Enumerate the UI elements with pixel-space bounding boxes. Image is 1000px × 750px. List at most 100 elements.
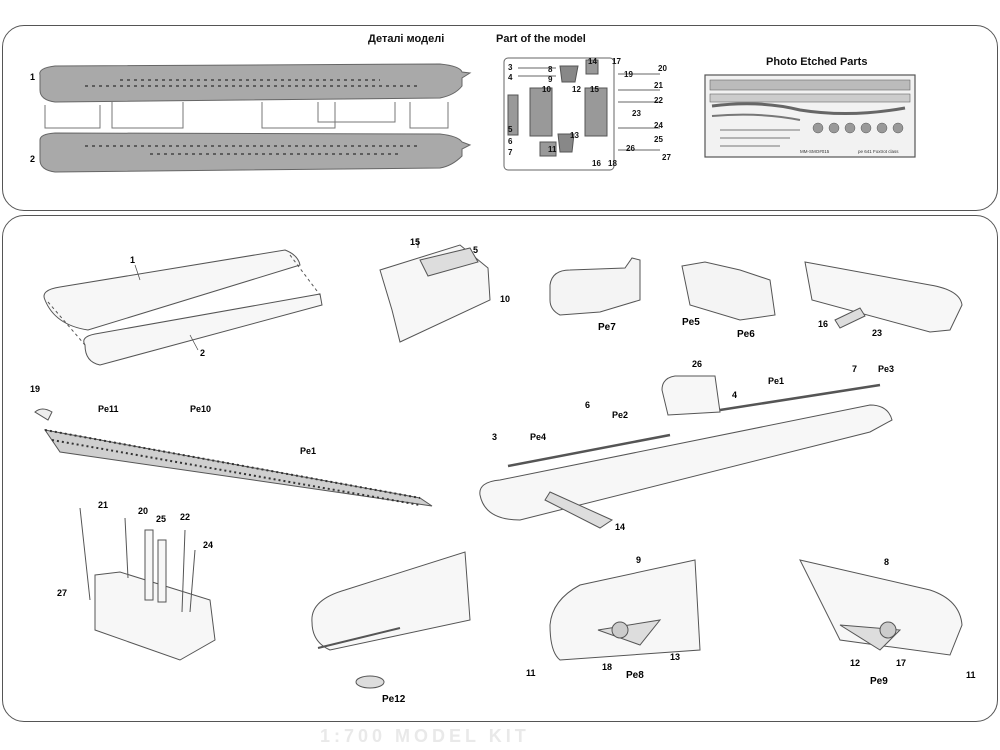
svg-text:Pe2: Pe2 (612, 410, 628, 420)
hull-assembly-drawing (43, 249, 323, 366)
svg-text:6: 6 (508, 137, 513, 146)
svg-text:25: 25 (156, 514, 166, 524)
svg-text:19: 19 (30, 384, 40, 394)
svg-text:Pe7: Pe7 (598, 322, 616, 333)
pe-fret-code: MM-SMO#015 (800, 149, 830, 154)
stern-right-drawing (799, 559, 963, 656)
svg-text:14: 14 (588, 57, 597, 66)
svg-text:22: 22 (180, 512, 190, 522)
main-submarine-drawing (479, 375, 893, 529)
photo-etched-fret (704, 74, 916, 158)
svg-text:17: 17 (612, 57, 621, 66)
svg-text:5: 5 (508, 125, 513, 134)
svg-text:8: 8 (884, 557, 889, 567)
svg-text:3: 3 (508, 63, 513, 72)
svg-text:18: 18 (608, 159, 617, 168)
svg-text:11: 11 (526, 668, 536, 678)
svg-text:8: 8 (548, 65, 553, 74)
sail-assembly-drawing (379, 238, 491, 343)
svg-text:14: 14 (615, 522, 625, 532)
svg-text:24: 24 (203, 540, 213, 550)
pe-sail-callouts: Pe7 Pe5 Pe6 (598, 317, 755, 340)
svg-text:16: 16 (592, 159, 601, 168)
svg-text:13: 13 (670, 652, 680, 662)
svg-text:22: 22 (654, 96, 663, 105)
svg-text:Pe10: Pe10 (190, 404, 211, 414)
svg-text:10: 10 (542, 85, 551, 94)
svg-text:27: 27 (57, 588, 67, 598)
sprue-part-numbers: 3 4 5 6 7 8 9 10 11 12 13 14 15 16 17 18… (508, 57, 671, 168)
svg-text:21: 21 (654, 81, 663, 90)
svg-text:Pe3: Pe3 (878, 364, 894, 374)
svg-text:5: 5 (473, 245, 478, 255)
stern-left-callout: Pe12 (382, 694, 406, 705)
header-english: Part of the model (496, 33, 586, 45)
svg-text:Pe8: Pe8 (626, 670, 644, 681)
stern-middle-drawing (549, 559, 701, 661)
pe-fret-title: pe 641 Foxtrot class (858, 149, 899, 154)
hull-label-2: 2 (30, 154, 35, 164)
svg-text:20: 20 (658, 64, 667, 73)
svg-text:25: 25 (654, 135, 663, 144)
svg-text:12: 12 (850, 658, 860, 668)
hull-half-1 (39, 63, 472, 103)
svg-text:Pe1: Pe1 (300, 446, 316, 456)
svg-text:9: 9 (548, 75, 553, 84)
small-parts-sprue (503, 57, 660, 171)
svg-text:4: 4 (732, 390, 737, 400)
svg-text:12: 12 (572, 85, 581, 94)
svg-text:15: 15 (410, 237, 420, 247)
stern-middle-callouts: 9 11 18 Pe8 13 (526, 555, 680, 681)
svg-text:26: 26 (692, 359, 702, 369)
svg-text:1: 1 (130, 255, 135, 265)
stern-right-callouts: 8 12 Pe9 17 11 (850, 557, 976, 687)
svg-text:26: 26 (626, 144, 635, 153)
svg-text:23: 23 (872, 328, 882, 338)
footer-faded-text: 1:700 MODEL KIT (320, 726, 530, 746)
header-ukrainian: Деталі моделі (368, 33, 445, 45)
svg-text:Pe9: Pe9 (870, 676, 888, 687)
masts-callouts: 21 20 25 22 24 27 (57, 500, 213, 598)
svg-text:Pe6: Pe6 (737, 329, 755, 340)
svg-text:3: 3 (492, 432, 497, 442)
svg-text:18: 18 (602, 662, 612, 672)
hull-sprue-frame (44, 102, 449, 129)
svg-text:20: 20 (138, 506, 148, 516)
svg-text:4: 4 (508, 73, 513, 82)
svg-text:15: 15 (590, 85, 599, 94)
hull-half-2 (39, 132, 472, 173)
svg-text:Pe11: Pe11 (98, 404, 119, 414)
deck-grating-drawing (34, 408, 433, 507)
svg-text:17: 17 (896, 658, 906, 668)
svg-text:Pe1: Pe1 (768, 376, 784, 386)
svg-text:11: 11 (966, 670, 976, 680)
bow-detail-callouts: 16 23 (818, 319, 882, 338)
pe-sail-parts (549, 257, 776, 321)
svg-text:Pe5: Pe5 (682, 317, 700, 328)
svg-text:Pe4: Pe4 (530, 432, 546, 442)
svg-text:7: 7 (852, 364, 857, 374)
svg-text:9: 9 (636, 555, 641, 565)
svg-text:10: 10 (500, 294, 510, 304)
hull-assembly-callouts: 1 2 (130, 255, 205, 358)
svg-text:27: 27 (662, 153, 671, 162)
sail-assembly-callouts: 15 5 10 (410, 237, 510, 304)
svg-text:6: 6 (585, 400, 590, 410)
deck-grating-callouts: 19 Pe11 Pe10 Pe1 (30, 384, 316, 456)
svg-text:16: 16 (818, 319, 828, 329)
svg-text:19: 19 (624, 70, 633, 79)
svg-text:7: 7 (508, 148, 513, 157)
svg-text:13: 13 (570, 131, 579, 140)
svg-text:11: 11 (548, 145, 557, 154)
svg-text:2: 2 (200, 348, 205, 358)
svg-text:23: 23 (632, 109, 641, 118)
stern-left-drawing (311, 551, 471, 689)
header-photo-etched: Photo Etched Parts (766, 56, 868, 68)
main-assembly-callouts: 26 7 Pe3 Pe1 4 6 Pe2 3 Pe4 14 (492, 359, 894, 532)
svg-text:24: 24 (654, 121, 663, 130)
bow-detail-drawing (804, 261, 963, 333)
hull-assembly-leaders (134, 264, 199, 351)
svg-text:21: 21 (98, 500, 108, 510)
masts-drawing (79, 507, 216, 661)
